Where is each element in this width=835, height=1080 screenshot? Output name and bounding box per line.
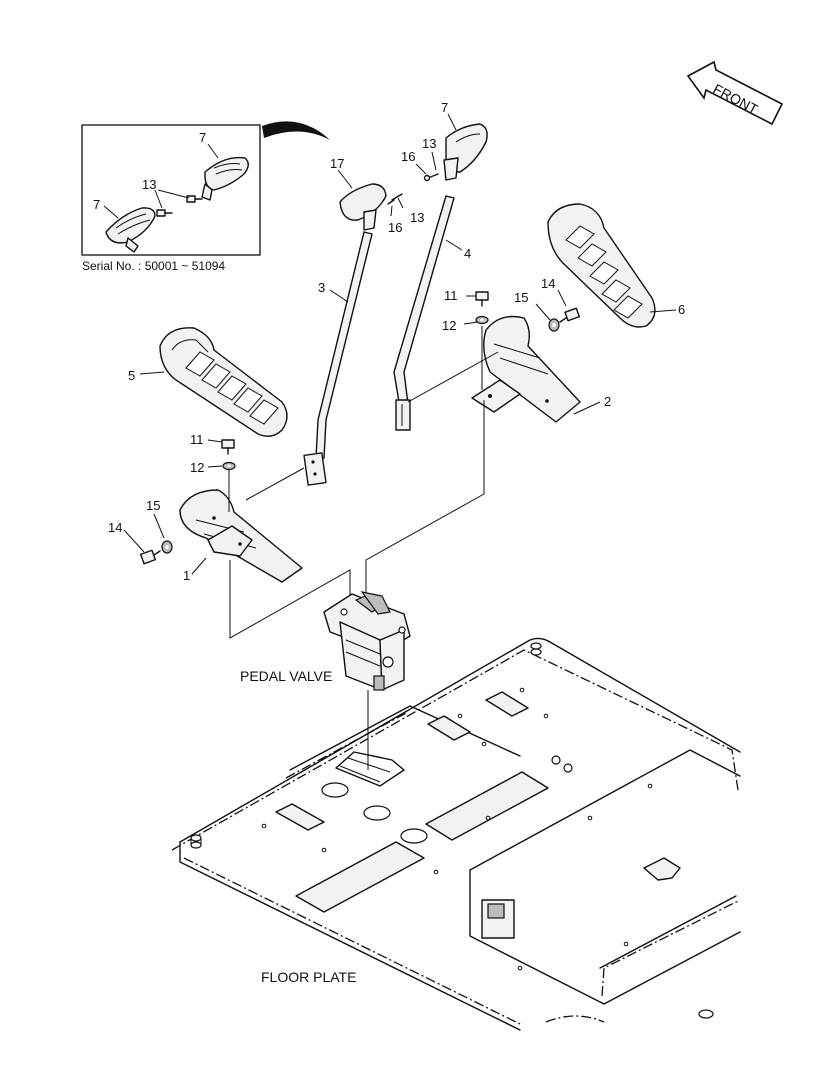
callout-inset-13: 13 (142, 177, 156, 192)
callout-7: 7 (441, 100, 448, 115)
screw-icon (156, 209, 173, 217)
callout-16a: 16 (388, 220, 402, 235)
bolt-icon (221, 439, 235, 455)
washer-icon (475, 315, 489, 325)
right-pedal-bracket (471, 315, 581, 423)
callout-11a: 11 (444, 288, 458, 303)
callout-14b: 14 (108, 520, 122, 535)
callout-13a: 13 (410, 210, 424, 225)
callout-17: 17 (330, 156, 344, 171)
serial-number-label: Serial No. : 50001 ~ 51094 (82, 259, 225, 273)
washer-icon (548, 318, 560, 332)
right-travel-lever (393, 123, 488, 431)
callout-11b: 11 (190, 432, 204, 447)
callout-12a: 12 (442, 318, 456, 333)
front-arrow-icon: FRONT (686, 60, 784, 126)
callout-4: 4 (464, 246, 471, 261)
bolt-icon (559, 307, 581, 323)
screw-icon (186, 195, 203, 203)
callout-3: 3 (318, 280, 325, 295)
callout-leaders (123, 113, 677, 575)
callout-6: 6 (678, 302, 685, 317)
callout-15a: 15 (514, 290, 528, 305)
pedal-valve-label: PEDAL VALVE (240, 668, 332, 684)
right-pedal (547, 203, 656, 328)
callout-12b: 12 (190, 460, 204, 475)
serial-inset: 7 7 13 Serial No. : 50001 ~ 51094 (81, 124, 261, 273)
left-pedal-bracket (179, 489, 303, 583)
left-pedal (159, 327, 288, 437)
callout-15b: 15 (146, 498, 160, 513)
callout-16b: 16 (401, 149, 415, 164)
callout-inset-7a: 7 (199, 130, 206, 145)
callout-1: 1 (183, 568, 190, 583)
washer-icon (222, 461, 236, 471)
left-travel-lever (303, 183, 403, 486)
floor-plate (171, 637, 741, 1031)
callout-14a: 14 (541, 276, 555, 291)
callout-13b: 13 (422, 136, 436, 151)
floor-plate-label: FLOOR PLATE (261, 969, 356, 985)
bolt-icon (139, 549, 161, 565)
callout-5: 5 (128, 368, 135, 383)
callout-2: 2 (604, 394, 611, 409)
inset-pointer (262, 121, 330, 140)
callout-inset-7b: 7 (93, 197, 100, 212)
bolt-icon (475, 291, 489, 307)
pedal-valve (323, 591, 411, 691)
washer-icon (161, 540, 173, 554)
